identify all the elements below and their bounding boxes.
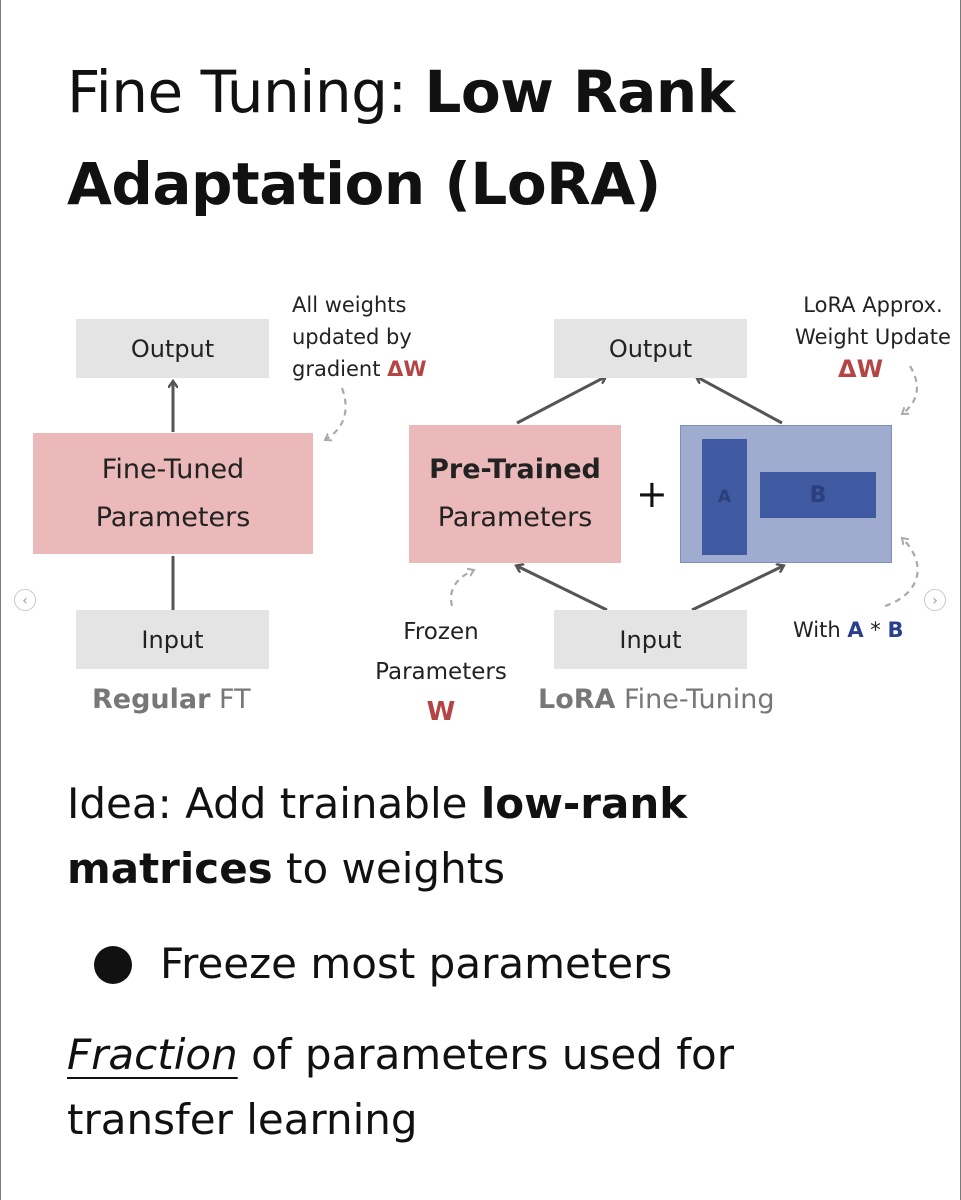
next-slide-button[interactable]: › (924, 589, 946, 611)
idea-text: Idea: Add trainable low-rank matrices to… (67, 771, 927, 901)
fine-tuned-line1: Fine-Tuned (101, 453, 245, 485)
frozen-parameters-note: Frozen Parameters W (360, 612, 522, 732)
gradient-text: gradient (292, 357, 388, 381)
chevron-right-icon: › (932, 593, 938, 609)
approx-line2: Weight Update (795, 325, 951, 349)
right-output-label: Output (608, 334, 693, 363)
fraction-rest1: of parameters used for (237, 1030, 734, 1079)
all-weights-line1: All weights (292, 293, 407, 317)
with-b: B (887, 618, 904, 642)
right-input-box: Input (554, 610, 747, 669)
previous-slide-button[interactable]: ‹ (14, 589, 36, 611)
matrix-a-label: A (717, 487, 732, 507)
with-a: A (847, 618, 864, 642)
matrix-b-label: B (809, 482, 827, 508)
regular-ft-caption: Regular FT (92, 684, 251, 715)
fine-tuned-line2: Parameters (95, 501, 251, 533)
input-to-pretrained-arrow (517, 566, 608, 612)
approx-callout-line (902, 365, 919, 414)
fraction-underlined: Fraction (67, 1030, 238, 1079)
lora-approx-note: LoRA Approx. Weight Update ΔW (790, 289, 956, 385)
delta-w-symbol: ΔW (387, 357, 427, 381)
regular-caption-bold: Regular (92, 684, 211, 715)
title-regular: Fine Tuning: (67, 58, 425, 126)
lora-update-box: A B (680, 425, 892, 563)
idea-bold-matrices: matrices (67, 844, 273, 893)
fraction-rest2: transfer learning (67, 1095, 418, 1144)
all-weights-line3: gradient ΔW (292, 353, 427, 385)
lora-fine-tuning-caption: LoRA Fine-Tuning (538, 684, 774, 715)
frozen-line2: Parameters (375, 659, 507, 685)
approx-line1: LoRA Approx. (803, 293, 943, 317)
idea-suffix: to weights (272, 844, 506, 893)
idea-prefix: Idea: Add trainable (67, 779, 481, 828)
left-output-label: Output (130, 334, 215, 363)
regular-caption-rest: FT (210, 684, 251, 715)
title-bold: Low Rank Adaptation (LoRA) (67, 58, 735, 218)
matrix-b: B (760, 472, 876, 518)
lora-to-output-arrow (697, 377, 783, 425)
with-op: * (863, 618, 888, 642)
chevron-left-icon: ‹ (22, 593, 28, 609)
fraction-text: Fraction of parameters used for transfer… (67, 1022, 927, 1152)
left-input-label: Input (141, 625, 204, 654)
input-to-lora-arrow (691, 566, 783, 612)
left-gradient-callout-line (325, 387, 347, 440)
all-weights-line2: updated by (292, 325, 412, 349)
matrix-a: A (702, 439, 747, 555)
bullet-item: Freeze most parameters (160, 931, 672, 996)
frozen-w-symbol: W (426, 697, 456, 727)
lora-caption-rest: Fine-Tuning (615, 684, 775, 715)
frozen-callout-line (449, 570, 474, 607)
left-output-box: Output (76, 319, 269, 378)
frozen-line1: Frozen (403, 619, 479, 645)
idea-bold-lowrank: low-rank (480, 779, 688, 828)
approx-delta-w-symbol: ΔW (838, 355, 884, 383)
right-input-label: Input (619, 625, 682, 654)
pretrained-to-output-arrow (516, 377, 605, 425)
plus-sign: + (636, 472, 668, 516)
left-input-box: Input (76, 610, 269, 669)
with-prefix: With (793, 618, 848, 642)
pre-trained-line2: Parameters (437, 502, 593, 533)
bullet-freeze-text: Freeze most parameters (160, 939, 673, 988)
slide-title: Fine Tuning: Low Rank Adaptation (LoRA) (67, 46, 927, 230)
lora-caption-bold: LoRA (538, 684, 616, 715)
right-output-box: Output (554, 319, 747, 378)
with-a-b-note: With A * B (793, 614, 904, 646)
pre-trained-line1: Pre-Trained (429, 454, 601, 485)
bullet-dot (94, 946, 132, 984)
all-weights-note: All weights updated by gradient ΔW (292, 289, 427, 385)
left-frame-border (0, 0, 1, 1200)
